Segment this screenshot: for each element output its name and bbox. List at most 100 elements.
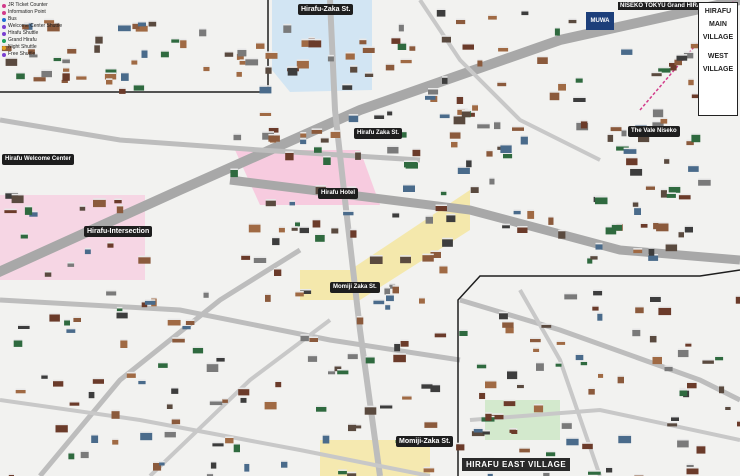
- building: [537, 57, 548, 64]
- building-roof: [453, 114, 466, 117]
- building: [22, 24, 29, 30]
- building-roof: [649, 334, 657, 336]
- building: [690, 43, 700, 49]
- building-roof: [597, 312, 603, 314]
- building-roof: [15, 388, 26, 390]
- building: [236, 53, 244, 60]
- building: [347, 473, 357, 476]
- building-roof: [91, 434, 99, 436]
- road-south-2: [38, 247, 302, 476]
- building: [428, 89, 439, 95]
- building-roof: [425, 215, 433, 217]
- place-label[interactable]: Hirafu Welcome Center: [2, 154, 74, 165]
- building: [206, 364, 219, 372]
- building-roof: [434, 332, 447, 334]
- building: [387, 146, 399, 154]
- building-roof: [141, 48, 148, 51]
- place-label[interactable]: Momiji Zaka St.: [330, 282, 380, 293]
- building: [593, 290, 603, 296]
- building-roof: [394, 342, 401, 344]
- building-roof: [330, 130, 341, 132]
- building-roof: [62, 57, 70, 60]
- inset-frame-east: [457, 269, 740, 476]
- building-roof: [650, 295, 661, 297]
- building-roof: [210, 461, 217, 463]
- building-roof: [343, 210, 354, 212]
- building-roof: [53, 379, 64, 382]
- building: [69, 402, 80, 406]
- building: [237, 49, 247, 57]
- building-roof: [425, 94, 436, 96]
- building: [172, 338, 185, 343]
- building: [509, 429, 516, 433]
- legend-dot: [2, 45, 6, 50]
- legend-item: Welcome Center Shuttle: [2, 23, 114, 30]
- building: [549, 92, 560, 101]
- building: [132, 23, 140, 30]
- building: [685, 343, 692, 347]
- building: [533, 405, 544, 413]
- building-roof: [206, 362, 219, 365]
- building-roof: [300, 289, 312, 291]
- building-roof: [419, 296, 425, 299]
- building-roof: [166, 402, 173, 405]
- building: [309, 338, 318, 342]
- building-roof: [104, 72, 117, 74]
- building-roof: [224, 51, 234, 53]
- building: [489, 178, 495, 185]
- building: [285, 152, 294, 161]
- building: [76, 76, 87, 80]
- building: [645, 186, 655, 190]
- place-label[interactable]: Hirafu Hotel: [318, 188, 359, 199]
- building: [546, 452, 556, 457]
- area-label-east-village[interactable]: HIRAFU EAST VILLAGE: [462, 458, 571, 471]
- building: [203, 67, 210, 72]
- building: [116, 312, 128, 319]
- building-roof: [291, 226, 298, 228]
- legend-dot: [2, 10, 6, 15]
- building-roof: [469, 111, 475, 113]
- building-roof: [423, 466, 435, 469]
- building-roof: [669, 61, 677, 63]
- building-roof: [287, 66, 298, 68]
- place-label[interactable]: Hirafu Zaka St.: [354, 128, 403, 139]
- building-roof: [645, 185, 655, 187]
- building: [114, 200, 122, 204]
- building: [307, 356, 318, 362]
- building: [691, 134, 701, 143]
- building: [400, 256, 411, 264]
- building-roof: [327, 54, 334, 57]
- building: [15, 390, 26, 394]
- building-roof: [635, 305, 644, 308]
- building-roof: [424, 420, 438, 423]
- building-roof: [391, 36, 401, 39]
- area-label-momiji-zaka[interactable]: Momiji-Zaka St.: [396, 436, 454, 447]
- building: [347, 354, 358, 360]
- building: [268, 128, 279, 133]
- area-label-hirafu-intersection[interactable]: Hirafu-Intersection: [84, 226, 153, 237]
- building-roof: [527, 209, 535, 211]
- building: [664, 366, 673, 372]
- building-roof: [331, 226, 339, 229]
- building-roof: [262, 131, 274, 133]
- building-roof: [238, 387, 250, 390]
- building-roof: [140, 431, 153, 433]
- building-roof: [118, 23, 131, 26]
- building: [265, 52, 278, 59]
- building-roof: [386, 294, 394, 296]
- building: [47, 23, 60, 32]
- building: [462, 44, 474, 50]
- area-label-hirafu-zaka[interactable]: Hirafu-Zaka St.: [298, 4, 354, 15]
- building: [311, 129, 323, 134]
- building: [590, 256, 598, 260]
- building: [403, 185, 415, 192]
- building-roof: [112, 438, 119, 440]
- building-roof: [715, 355, 724, 357]
- building-roof: [517, 226, 528, 228]
- place-label[interactable]: The Vale Niseko: [628, 126, 680, 137]
- building-roof: [387, 110, 393, 112]
- building-roof: [94, 43, 100, 46]
- building: [459, 330, 468, 336]
- building-roof: [307, 354, 318, 357]
